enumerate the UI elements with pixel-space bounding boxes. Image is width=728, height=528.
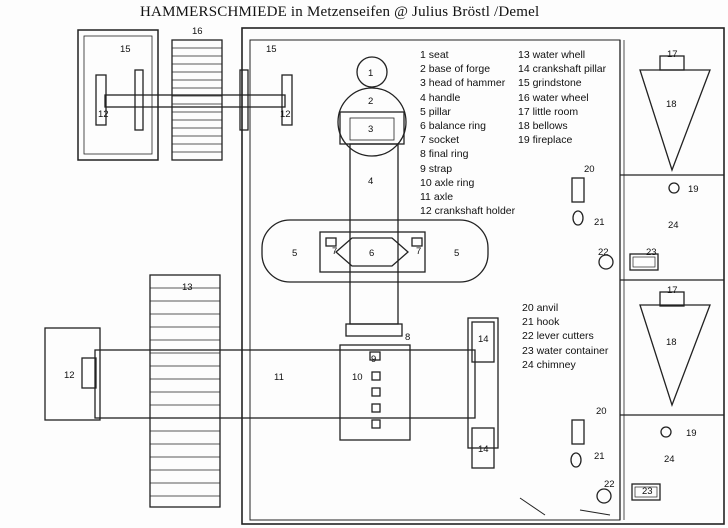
legend-item: 20 anvil <box>522 302 559 314</box>
label-19-lower: 19 <box>686 428 697 439</box>
label-15-right: 15 <box>266 44 277 55</box>
label-20-upper: 20 <box>584 164 595 175</box>
label-19-upper: 19 <box>688 184 699 195</box>
legend-parts-1-12: 1 seat 2 base of forge 3 head of hammer … <box>420 48 515 218</box>
legend-item: 16 water wheel <box>518 91 589 104</box>
legend-item: 14 crankshaft pillar <box>518 63 607 76</box>
label-12-top-left: 12 <box>98 109 109 120</box>
legend-item: 13 water whell <box>518 49 586 61</box>
legend-item: 6 balance ring <box>420 120 486 133</box>
part-number-labels: 1 2 3 4 5 5 6 7 7 8 9 10 11 12 12 12 13 … <box>64 26 699 497</box>
label-3: 3 <box>368 124 373 135</box>
label-15-left: 15 <box>120 44 131 55</box>
legend-item: 7 socket <box>420 134 460 147</box>
label-21-upper: 21 <box>594 217 605 228</box>
legend-parts-13-19: 13 water whell 14 crankshaft pillar 15 g… <box>518 48 606 147</box>
label-21-lower: 21 <box>594 451 605 462</box>
label-23-upper: 23 <box>646 247 657 258</box>
legend-item: 3 head of hammer <box>420 77 506 90</box>
legend-parts-20-24: 20 anvil 21 hook 22 lever cutters 23 wat… <box>522 301 608 372</box>
legend-item: 17 little room <box>518 105 579 118</box>
label-10: 10 <box>352 372 363 383</box>
label-18-upper: 18 <box>666 99 677 110</box>
main-wheel-assembly <box>44 274 499 508</box>
building-walls <box>241 27 725 525</box>
legend-item: 18 bellows <box>518 120 568 133</box>
label-7-left: 7 <box>332 246 337 257</box>
legend-item: 15 grindstone <box>518 77 582 90</box>
label-17-lower: 17 <box>667 285 678 296</box>
label-5-right: 5 <box>454 248 459 259</box>
legend-item: 5 pillar <box>420 105 451 118</box>
label-12-main: 12 <box>64 370 75 381</box>
forge-room-upper <box>571 55 711 271</box>
grindstone-assembly <box>77 29 293 161</box>
label-5-left: 5 <box>292 248 297 259</box>
label-22-lower: 22 <box>604 479 615 490</box>
legend-item: 2 base of forge <box>420 63 491 76</box>
label-23-lower: 23 <box>642 486 653 497</box>
label-14-bottom: 14 <box>478 444 489 455</box>
legend-item: 1 seat <box>420 49 449 61</box>
label-1: 1 <box>368 68 373 79</box>
label-2: 2 <box>368 96 373 107</box>
legend-item: 19 fireplace <box>518 134 573 147</box>
label-18-lower: 18 <box>666 337 677 348</box>
label-8: 8 <box>405 332 410 343</box>
legend-item: 8 final ring <box>420 148 469 161</box>
legend-item: 4 handle <box>420 91 461 104</box>
hammer-assembly <box>261 56 489 337</box>
label-9: 9 <box>371 354 376 365</box>
label-6: 6 <box>369 248 374 259</box>
diagram-title: HAMMERSCHMIEDE in Metzenseifen @ Julius … <box>140 4 540 20</box>
label-17-upper: 17 <box>667 49 678 60</box>
label-20-lower: 20 <box>596 406 607 417</box>
legend-item: 9 strap <box>420 162 453 175</box>
legend-item: 21 hook <box>522 316 560 329</box>
label-16: 16 <box>192 26 203 37</box>
legend-item: 12 crankshaft holder <box>420 205 516 218</box>
label-24-upper: 24 <box>668 220 679 231</box>
label-4: 4 <box>368 176 373 187</box>
legend-item: 11 axle <box>420 191 454 204</box>
label-14-top: 14 <box>478 334 489 345</box>
label-7-right: 7 <box>416 246 421 257</box>
label-13: 13 <box>182 282 193 293</box>
legend-item: 10 axle ring <box>420 176 475 189</box>
legend-item: 24 chimney <box>522 358 576 371</box>
label-11: 11 <box>274 372 284 383</box>
label-24-lower: 24 <box>664 454 675 465</box>
legend-item: 23 water container <box>522 344 609 357</box>
forge-room-lower <box>570 291 711 504</box>
label-22-upper: 22 <box>598 247 609 258</box>
legend-item: 22 lever cutters <box>522 330 594 343</box>
label-12-top-right: 12 <box>280 109 291 120</box>
